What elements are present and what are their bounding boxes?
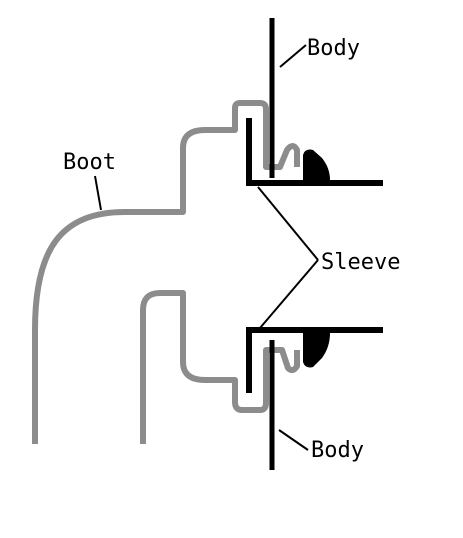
label-boot: Boot: [63, 150, 116, 175]
leader-body-top: [279, 44, 307, 68]
boot-inner-wall: [140, 290, 300, 444]
leader-body-bottom: [278, 429, 309, 451]
boot-outer-wall: [32, 100, 300, 444]
label-body-bottom: Body: [311, 438, 364, 463]
sleeve-lower: [246, 327, 383, 393]
seal-upper: [303, 149, 330, 180]
label-body-top: Body: [307, 36, 360, 61]
seal-lower: [303, 333, 330, 368]
leader-sleeve-lower: [259, 259, 319, 329]
sleeve-upper: [246, 118, 383, 186]
label-sleeve: Sleeve: [321, 250, 400, 275]
leader-boot: [94, 175, 102, 211]
leader-sleeve-upper: [257, 186, 319, 261]
